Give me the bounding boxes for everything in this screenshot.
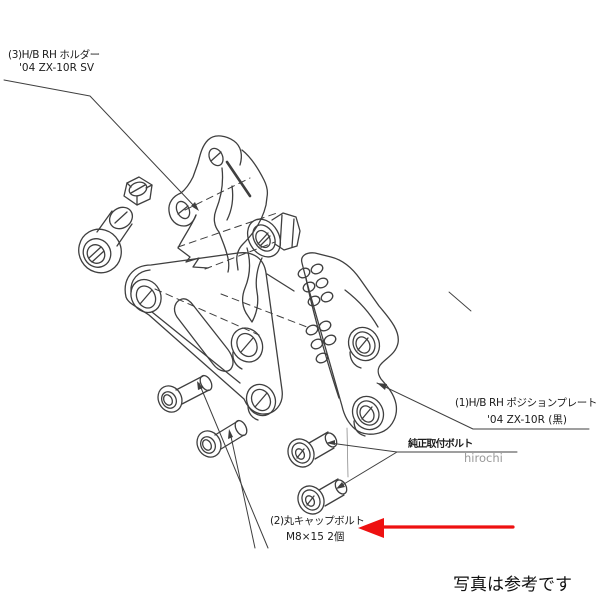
hex-socket [201,439,213,451]
label-part2-name: (2)丸キャップボルト [270,515,365,527]
position-plate-boss [351,395,385,431]
sleeve-nut [78,206,134,274]
stock-bolt-1 [287,431,338,468]
assembly-axis-lines [154,177,308,336]
axis-line [346,427,349,478]
bracket-edge-highlight [225,160,252,198]
holder-lug-hole [208,147,224,167]
label-part3-name: (3)H/B RH ホルダー [8,49,100,61]
plate-boss-hole [230,327,264,363]
leader-part3 [3,79,197,209]
hex-socket [294,448,306,460]
label-part1-model: '04 ZX-10R (黒) [487,414,567,426]
holder-bracket [168,135,269,323]
reference-note: 写真は参考です [453,575,572,595]
hex-nut [123,176,153,206]
red-highlight-arrow [358,518,515,538]
plate-slot [173,298,234,372]
leader-part2-a [198,382,269,549]
flange-nut [246,212,301,258]
label-part2-size: M8×15 2個 [286,531,345,543]
label-part3-model: '04 ZX-10R SV [19,62,95,74]
leader-part2-b [229,431,256,549]
label-part1-name: (1)H/B RH ポジションプレート [455,397,597,409]
leader-lines [3,79,590,549]
watermark-text: hirochi [464,451,503,465]
holder-lug-hole [175,200,191,220]
leader-stock-2 [338,451,398,488]
hex-socket [304,495,316,507]
position-plate-boss [347,326,381,362]
cap-bolt-2 [196,419,248,458]
hex-socket [162,394,174,406]
adjustment-holes [297,263,337,364]
stock-bolt-2 [297,478,348,515]
plate-hole [130,278,162,314]
main-plate [124,252,295,421]
position-plate [297,252,399,437]
leader-stock-1 [329,442,398,453]
leader-part1 [376,382,590,430]
label-stock-bolt: 純正取付ボルト [408,439,473,450]
cap-bolt-1 [157,374,213,413]
axis-line [448,291,472,312]
